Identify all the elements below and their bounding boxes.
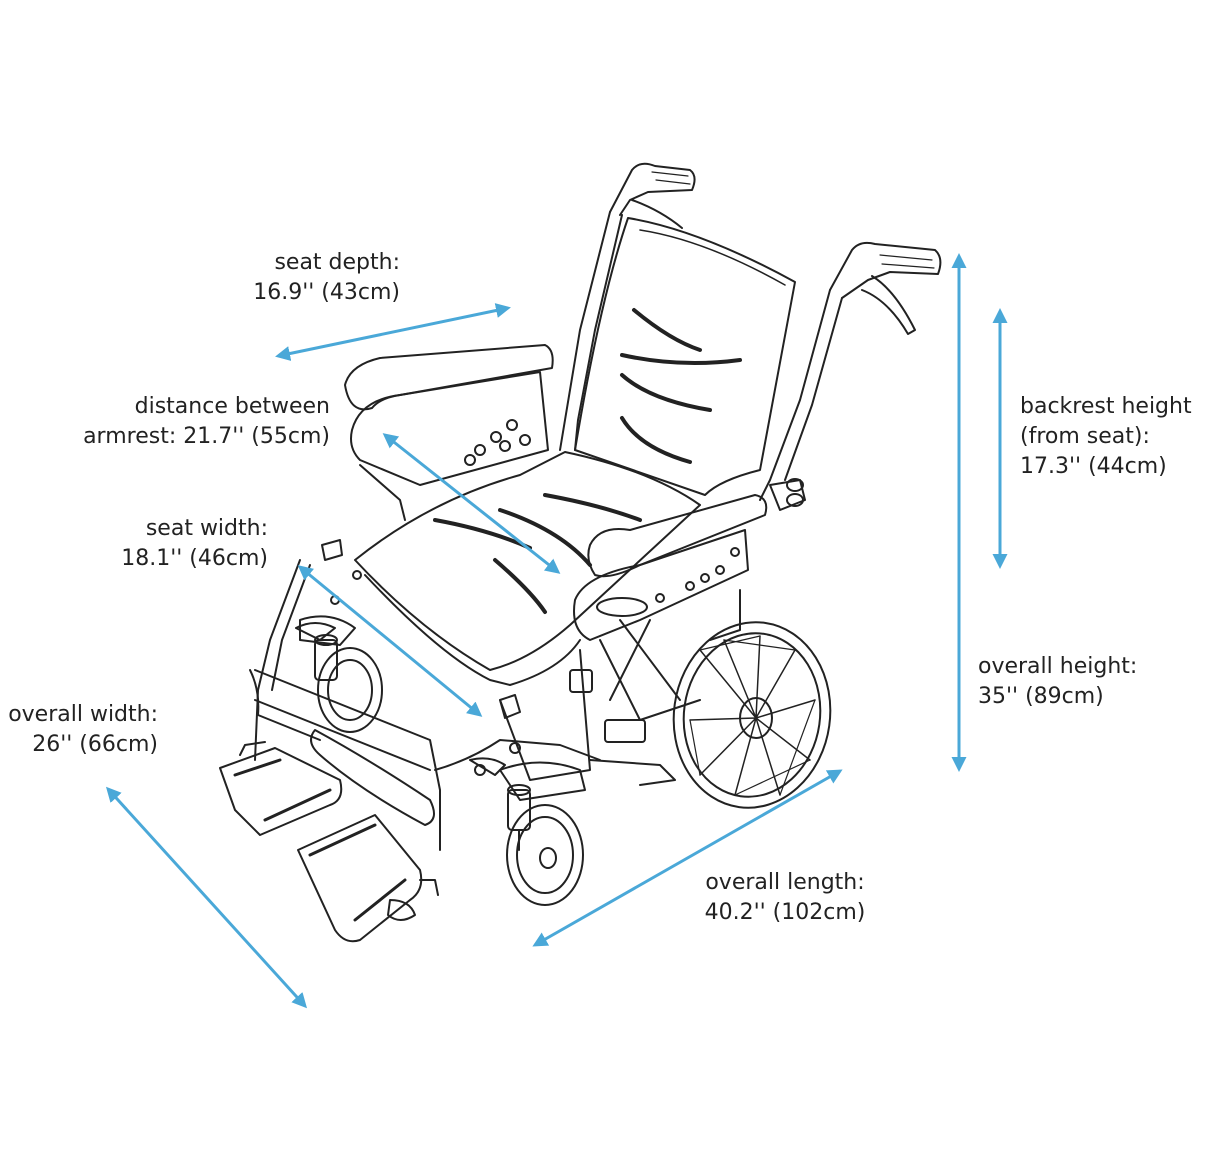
armrest-distance-label: distance between armrest: 21.7'' (55cm) [60, 392, 330, 452]
overall-height-title: overall height: [978, 654, 1138, 679]
right-armrest [573, 494, 768, 641]
seat-depth-label: seat depth: 16.9'' (43cm) [230, 248, 400, 308]
dimension-arrows [105, 253, 1008, 1009]
seat-width-label: seat width: 18.1'' (46cm) [100, 514, 268, 574]
overall-length-arrow [532, 769, 843, 947]
seat [354, 451, 701, 686]
overall-width-arrow [105, 786, 308, 1009]
overall-length-title: overall length: [705, 870, 865, 895]
armrest-distance-title: distance between [134, 394, 330, 419]
overall-width-value: 26'' (66cm) [32, 732, 158, 757]
seat-depth-value: 16.9'' (43cm) [253, 280, 400, 305]
backrest-height-subtitle: (from seat): [1020, 424, 1150, 449]
footrests [219, 741, 439, 943]
overall-length-value: 40.2'' (102cm) [704, 900, 866, 925]
overall-height-label: overall height: 35'' (89cm) [978, 652, 1158, 712]
backrest [559, 211, 843, 501]
backrest-height-value: 17.3'' (44cm) [1020, 454, 1167, 479]
armrest-distance-value: armrest: 21.7'' (55cm) [83, 424, 330, 449]
seat-depth-title: seat depth: [274, 250, 400, 275]
left-armrest [344, 344, 554, 521]
calf-strap [249, 669, 435, 826]
overall-width-label: overall width: 26'' (66cm) [2, 700, 158, 760]
backrest-height-title: backrest height [1020, 394, 1192, 419]
overall-width-title: overall width: [8, 702, 158, 727]
seat-width-value: 18.1'' (46cm) [121, 546, 268, 571]
overall-height-value: 35'' (89cm) [978, 684, 1104, 709]
small-parts [295, 539, 593, 776]
push-handles [609, 162, 942, 335]
front-caster [499, 761, 586, 906]
seat-width-title: seat width: [145, 516, 268, 541]
seat-depth-arrow [275, 303, 511, 361]
backrest-height-label: backrest height (from seat): 17.3'' (44c… [1020, 392, 1205, 482]
overall-length-label: overall length: 40.2'' (102cm) [690, 868, 880, 928]
seat-width-arrow [297, 565, 483, 717]
rear-caster [299, 615, 383, 733]
armrest-distance-arrow [382, 433, 561, 574]
rear-wheel [672, 621, 832, 809]
